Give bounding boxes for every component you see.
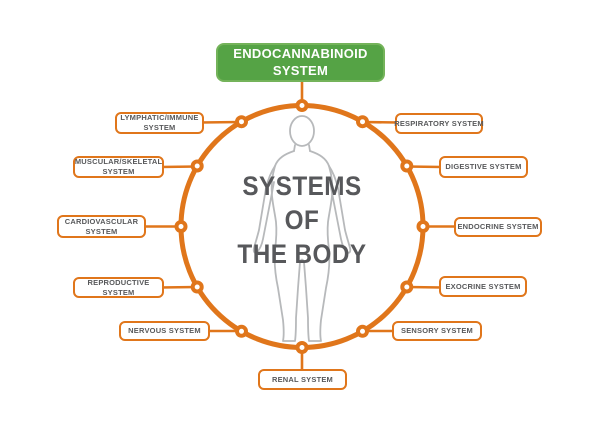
center-title-line-3: THE BODY xyxy=(237,239,367,269)
figure-arm-right xyxy=(328,165,352,254)
figure-leg-right xyxy=(303,249,331,342)
label-endocrine-system: ENDOCRINE SYSTEM xyxy=(454,217,542,237)
figure-head xyxy=(289,115,315,147)
label-exocrine-system: EXOCRINE SYSTEM xyxy=(439,276,527,297)
connector-lymphatic xyxy=(198,120,243,124)
circle-nodes xyxy=(174,99,430,354)
node-lymphatic xyxy=(235,115,248,129)
node-nervous xyxy=(235,324,248,338)
node-cardiovascular xyxy=(174,220,188,233)
label-lymphatic-immune-system: LYMPHATIC/IMMUNE SYSTEM xyxy=(115,112,204,134)
node-muscular xyxy=(190,159,204,173)
node-endocrine xyxy=(416,220,430,233)
label-sensory-system: SENSORY SYSTEM xyxy=(392,321,482,341)
label-reproductive-system: REPRODUCTIVE SYSTEM xyxy=(73,277,164,298)
node-renal xyxy=(295,341,309,354)
center-title-line-2: OF xyxy=(284,205,320,235)
node-top xyxy=(295,99,309,112)
label-digestive-system: DIGESTIVE SYSTEM xyxy=(439,156,528,178)
figure-leg-left xyxy=(273,249,301,342)
figure-arm-left xyxy=(252,165,276,254)
node-respiratory xyxy=(356,115,369,129)
label-nervous-system: NERVOUS SYSTEM xyxy=(119,321,210,341)
node-digestive xyxy=(400,159,414,173)
label-muscular-skeletal-system: MUSCULAR/SKELETAL SYSTEM xyxy=(73,156,164,178)
figure-hips xyxy=(299,258,305,263)
center-title-line-1: SYSTEMS xyxy=(242,171,362,201)
label-respiratory-system: RESPIRATORY SYSTEM xyxy=(394,113,484,134)
label-cardiovascular-system: CARDIOVASCULAR SYSTEM xyxy=(57,215,146,238)
label-renal-system: RENAL SYSTEM xyxy=(258,369,347,390)
center-title: SYSTEMS OF THE BODY xyxy=(212,169,392,271)
endocannabinoid-system-box: ENDOCANNABINOID SYSTEM xyxy=(216,43,385,82)
figure-neck xyxy=(293,144,311,152)
node-sensory xyxy=(356,324,369,338)
node-reproductive xyxy=(190,280,204,294)
node-exocrine xyxy=(400,280,414,294)
human-figure-icon xyxy=(252,115,352,342)
